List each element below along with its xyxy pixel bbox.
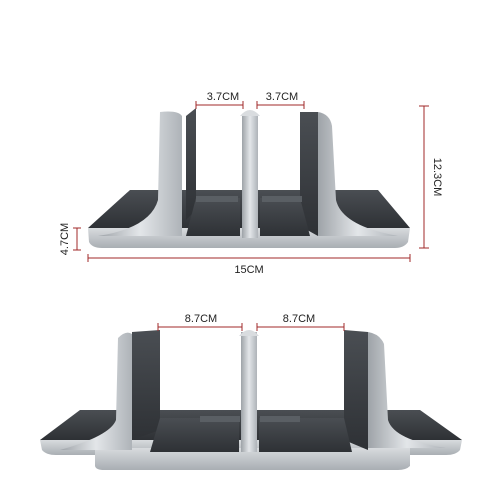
- left-wall-inner-panel: [186, 108, 196, 220]
- left-slot-rail: [196, 196, 238, 202]
- right-slot-rail: [262, 196, 302, 202]
- right-wall-panel-2: [344, 330, 368, 450]
- right-wall-inner-panel: [300, 112, 318, 236]
- left-slot-floor-2: [150, 418, 239, 452]
- middle-divider-top: [240, 110, 260, 116]
- right-slot-floor-2: [259, 418, 352, 452]
- middle-divider: [242, 114, 258, 238]
- middle-divider-2: [241, 332, 257, 452]
- dim-label-top-slot-right: 3.7CM: [266, 91, 298, 103]
- stand-top-view: 3.7CM 3.7CM 12.3CM 4.7CM 15CM: [59, 91, 443, 276]
- left-wall-2: [60, 332, 132, 450]
- dim-label-bottom-slot-left: 8.7CM: [185, 313, 217, 325]
- right-wall-2: [368, 332, 446, 448]
- left-wall-panel-2: [132, 330, 160, 440]
- dim-label-top-slot-left: 3.7CM: [207, 91, 239, 103]
- right-wall: [318, 112, 398, 236]
- left-slot-floor: [186, 198, 240, 236]
- stand-bottom-view: 8.7CM 8.7CM: [40, 313, 462, 470]
- left-wall: [98, 111, 182, 236]
- dim-label-base-height: 4.7CM: [59, 223, 71, 255]
- dim-label-width: 15CM: [234, 264, 263, 276]
- dim-label-height: 12.3CM: [431, 158, 443, 197]
- right-slot-floor: [260, 198, 310, 236]
- dim-label-bottom-slot-right: 8.7CM: [283, 313, 315, 325]
- base-plate-front-2: [95, 448, 410, 470]
